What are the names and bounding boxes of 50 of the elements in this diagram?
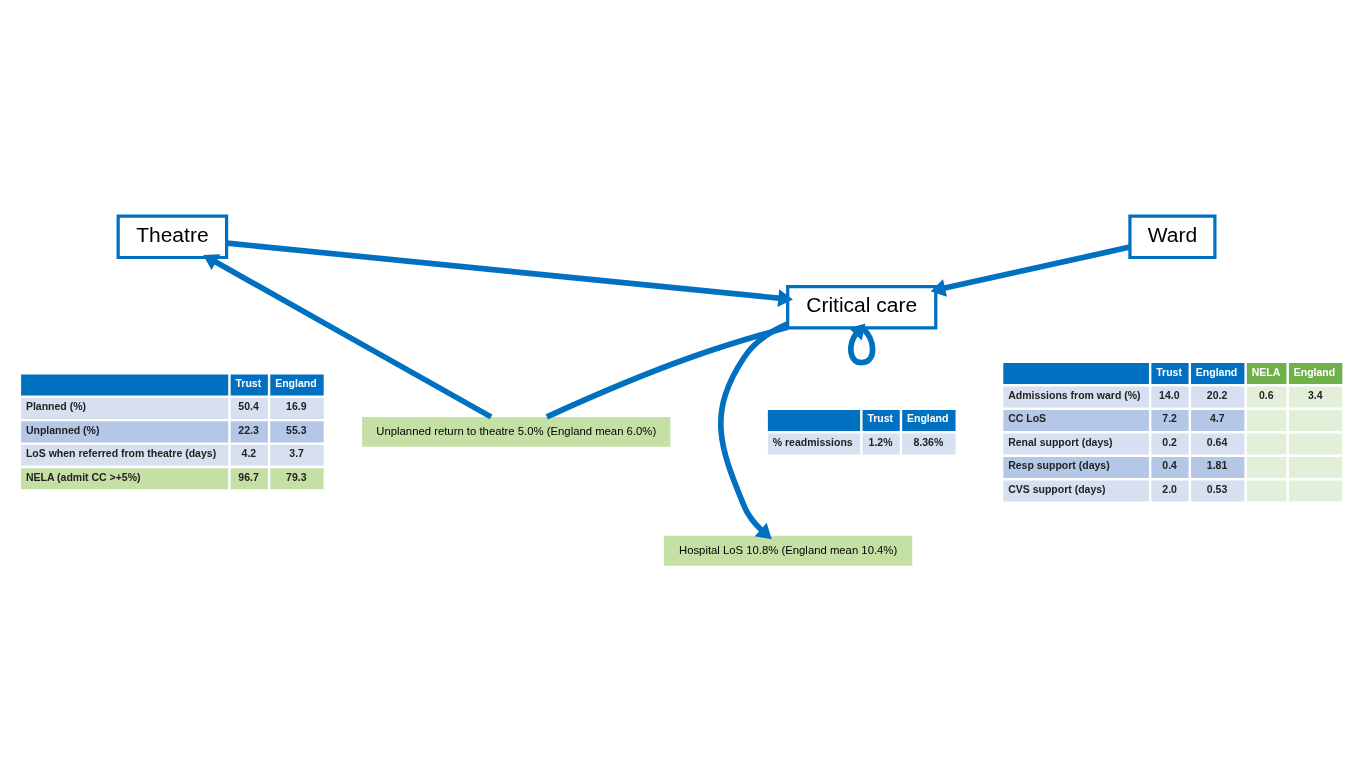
node-box: Theatre — [116, 214, 229, 260]
label: 0.4 — [1162, 459, 1177, 472]
label: 22.3 — [238, 423, 259, 436]
label: 20.2 — [1206, 389, 1228, 402]
label: Planned (%) — [25, 400, 87, 413]
label: Admissions from ward (%) — [1008, 389, 1141, 402]
label: 4.7 — [1210, 412, 1225, 425]
label: 3.4 — [1307, 389, 1323, 402]
label: Unplanned (%) — [25, 423, 100, 436]
label: 0.64 — [1206, 435, 1228, 448]
label: 0.2 — [1162, 435, 1177, 448]
node-box: Unplanned return to theatre 5.0% (England mean 6.0%) — [362, 416, 671, 447]
arrow — [226, 240, 793, 308]
label: Trust — [1156, 365, 1182, 378]
label: 8.36% — [913, 435, 944, 448]
label: Trust — [235, 376, 262, 389]
label: England — [275, 376, 317, 389]
label: 96.7 — [238, 470, 259, 483]
label: 14.0 — [1159, 389, 1180, 402]
label: CC LoS — [1008, 412, 1047, 425]
label: Renal support (days) — [1008, 435, 1113, 448]
label: 1.2% — [868, 435, 893, 448]
label: England — [907, 412, 949, 425]
label: 7.2 — [1162, 412, 1177, 425]
label: Trust — [867, 412, 894, 425]
label: CVS support (days) — [1008, 482, 1106, 495]
node-box: Ward — [1128, 214, 1217, 260]
label: 2.0 — [1162, 482, 1177, 495]
label: LoS when referred from theatre (days) — [25, 447, 217, 460]
label: 3.7 — [289, 447, 304, 460]
label: 4.2 — [241, 447, 257, 460]
label: 1.81 — [1206, 459, 1228, 472]
label: 16.9 — [286, 400, 307, 413]
arrow — [848, 323, 876, 366]
label: England — [1195, 365, 1238, 378]
label: Resp support (days) — [1008, 459, 1110, 472]
arrow — [718, 321, 789, 540]
label: NELA — [1251, 365, 1281, 378]
arrow — [930, 244, 1131, 297]
label: % readmissions — [772, 435, 853, 448]
connector — [545, 324, 789, 420]
label: 55.3 — [286, 423, 307, 436]
node-box: Critical care — [786, 285, 938, 330]
label: NELA (admit CC >+5%) — [25, 470, 141, 483]
label: 79.3 — [286, 470, 307, 483]
label: England — [1293, 365, 1336, 378]
label: 0.53 — [1206, 482, 1228, 495]
label: 0.6 — [1258, 389, 1274, 402]
node-box: Hospital LoS 10.8% (England mean 10.4%) — [663, 535, 913, 566]
label: 50.4 — [238, 400, 259, 413]
